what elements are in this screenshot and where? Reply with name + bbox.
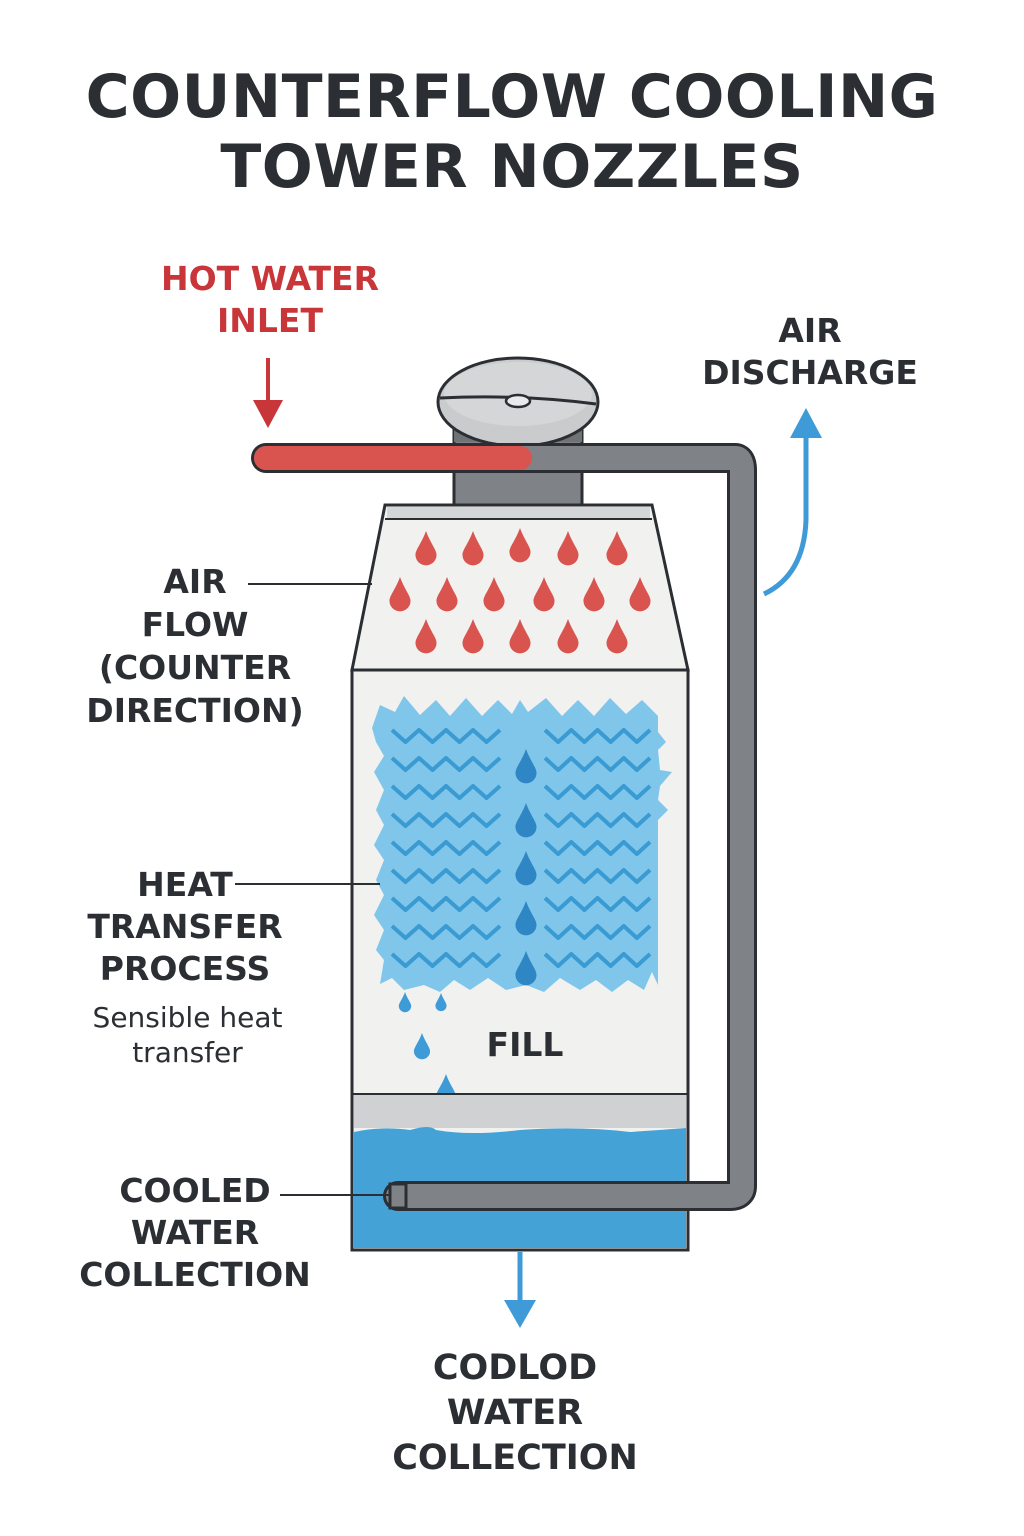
sensible-heat-label: Sensible heat transfer bbox=[70, 1000, 305, 1070]
title-line-2: TOWER NOZZLES bbox=[220, 132, 804, 202]
cooled-water-collection-label: COOLED WATER COLLECTION bbox=[70, 1170, 320, 1296]
fill-droplet bbox=[515, 803, 537, 838]
fill-label: FILL bbox=[486, 1025, 564, 1064]
bottom-outlet-line-2: WATER bbox=[446, 1393, 584, 1433]
fill-chevron bbox=[390, 756, 502, 772]
fill-chevron bbox=[543, 924, 652, 940]
air-discharge-line-1: AIR bbox=[778, 311, 842, 350]
fill-chevron-lines bbox=[390, 728, 652, 968]
diagram-title: COUNTERFLOW COOLING TOWER NOZZLES bbox=[40, 62, 984, 202]
hot-droplet bbox=[436, 577, 458, 612]
air-flow-label: AIR FLOW (COUNTER DIRECTION) bbox=[70, 560, 320, 732]
fill-chevron bbox=[390, 812, 502, 828]
bottom-outlet-line-3: COLLECTION bbox=[392, 1438, 638, 1478]
fill-chevron bbox=[543, 840, 652, 856]
hot-droplet bbox=[583, 577, 605, 612]
bottom-outlet-line-1: CODLOD bbox=[432, 1348, 598, 1388]
fill-media bbox=[372, 696, 672, 992]
pipe-body bbox=[254, 446, 754, 1208]
fill-chevron bbox=[390, 728, 502, 744]
heat-transfer-line-3: PROCESS bbox=[99, 949, 271, 988]
fill-chevron bbox=[390, 924, 502, 940]
fill-chevron bbox=[543, 896, 652, 912]
sensible-heat-line-1: Sensible heat bbox=[92, 1001, 283, 1034]
hot-droplet bbox=[606, 619, 628, 654]
bottom-outlet-label: CODLOD WATER COLLECTION bbox=[380, 1346, 650, 1481]
basin-rim bbox=[354, 1094, 686, 1128]
air-flow-line-1: AIR bbox=[163, 562, 227, 601]
heat-transfer-line-1: HEAT bbox=[137, 865, 233, 904]
air-flow-line-3: (COUNTER bbox=[98, 648, 292, 687]
cooled-water-line-2: WATER bbox=[130, 1213, 260, 1252]
title-line-1: COUNTERFLOW COOLING bbox=[85, 62, 939, 132]
air-flow-line-2: FLOW bbox=[141, 605, 249, 644]
falling-droplet bbox=[413, 1033, 431, 1060]
tower-top-strip bbox=[387, 507, 650, 519]
fill-chevron bbox=[390, 784, 502, 800]
hot-water-inlet-label: HOT WATER INLET bbox=[150, 258, 390, 342]
hot-droplet bbox=[557, 619, 579, 654]
air-flow-line-4: DIRECTION) bbox=[86, 691, 304, 730]
air-discharge-line-2: DISCHARGE bbox=[702, 353, 918, 392]
falling-droplet bbox=[398, 992, 412, 1013]
cooled-water-outlet-arrow bbox=[504, 1252, 536, 1328]
fill-droplet bbox=[515, 901, 537, 936]
hot-droplet bbox=[462, 531, 484, 566]
hot-droplet bbox=[462, 619, 484, 654]
hot-water-inlet-line-1: HOT WATER bbox=[160, 259, 380, 298]
cooled-water-line-3: COLLECTION bbox=[79, 1255, 311, 1294]
fan-assembly bbox=[436, 356, 600, 510]
fill-chevron bbox=[390, 896, 502, 912]
heat-transfer-line-2: TRANSFER bbox=[87, 907, 283, 946]
fill-chevron bbox=[543, 812, 652, 828]
spray-section bbox=[350, 503, 690, 672]
fill-chevron bbox=[543, 784, 652, 800]
air-discharge-label: AIR DISCHARGE bbox=[690, 310, 930, 394]
hot-droplet bbox=[389, 577, 411, 612]
hot-water-droplets bbox=[389, 528, 651, 654]
hot-droplet bbox=[509, 619, 531, 654]
hot-droplet bbox=[509, 528, 531, 563]
hot-droplet bbox=[533, 577, 555, 612]
fill-chevron bbox=[543, 868, 652, 884]
hot-droplet bbox=[415, 619, 437, 654]
heat-transfer-label: HEAT TRANSFER PROCESS bbox=[70, 864, 300, 990]
sensible-heat-line-2: transfer bbox=[132, 1036, 243, 1069]
fill-chevron bbox=[390, 868, 502, 884]
fill-chevron bbox=[390, 952, 502, 968]
hot-droplet bbox=[606, 531, 628, 566]
hot-water-inlet-line-2: INLET bbox=[217, 301, 323, 340]
air-discharge-arrow bbox=[762, 408, 822, 597]
tower-body bbox=[350, 668, 690, 1252]
fill-chevron bbox=[543, 756, 652, 772]
hot-droplet bbox=[483, 577, 505, 612]
fill-droplet bbox=[515, 951, 537, 986]
fill-chevron bbox=[390, 840, 502, 856]
cooled-water-line-1: COOLED bbox=[119, 1171, 271, 1210]
hot-droplet bbox=[415, 531, 437, 566]
fill-chevron bbox=[543, 952, 652, 968]
hot-water-inlet-arrow bbox=[253, 358, 283, 428]
hot-droplet bbox=[629, 577, 651, 612]
hot-droplet bbox=[557, 531, 579, 566]
fill-droplet bbox=[515, 749, 537, 784]
fill-chevron bbox=[543, 728, 652, 744]
fill-droplet bbox=[515, 851, 537, 886]
fill-droplets bbox=[515, 749, 537, 986]
fan-center bbox=[504, 393, 532, 409]
falling-droplet bbox=[435, 993, 447, 1012]
